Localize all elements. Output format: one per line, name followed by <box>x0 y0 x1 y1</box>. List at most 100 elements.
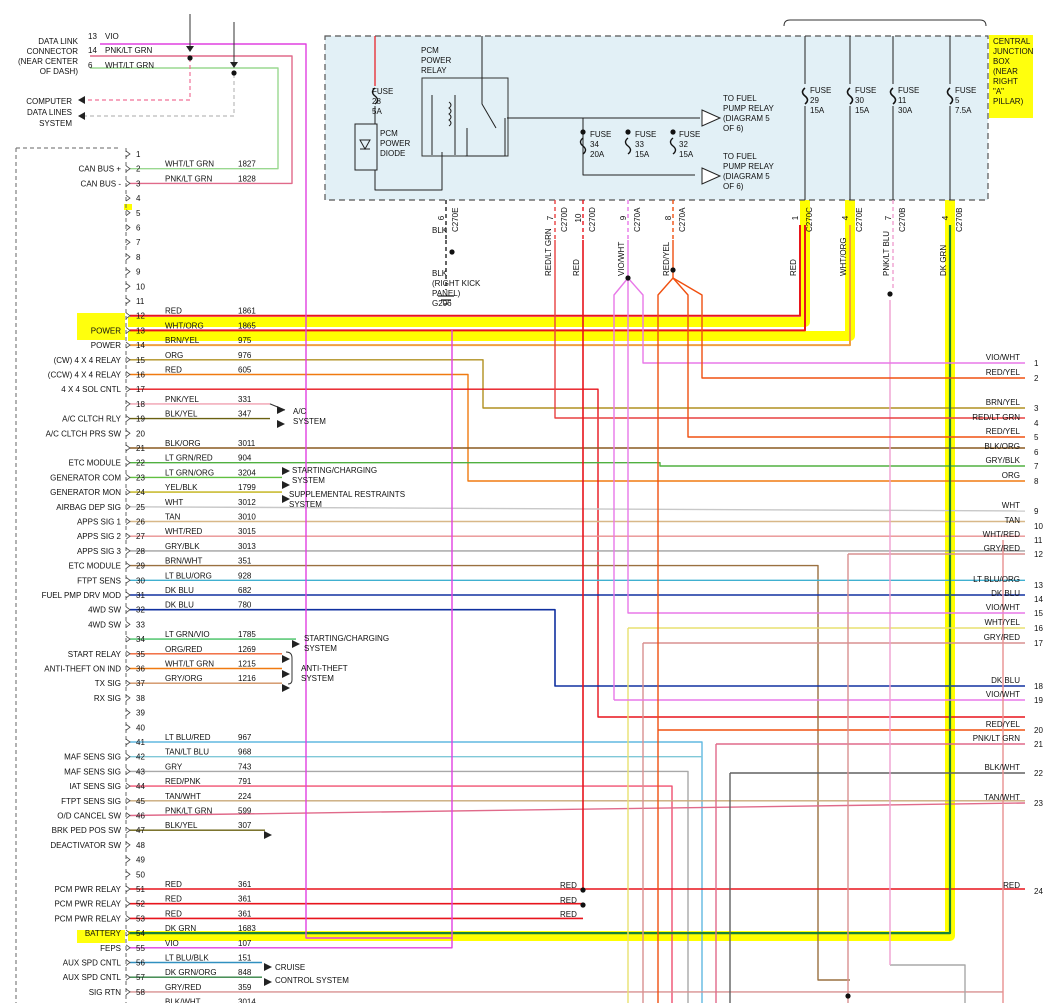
fuse32-icon <box>669 137 677 155</box>
circuit-number-label: 967 <box>238 733 252 742</box>
circuit-number-label: 3010 <box>238 513 256 522</box>
pcm-pin-number: 15 <box>136 356 145 365</box>
pcm-pin-number: 52 <box>136 900 145 909</box>
circuit-number-label: 3012 <box>238 498 256 507</box>
reference-number: 21 <box>1034 740 1043 749</box>
wire-color-label: GRY/ORG <box>165 674 203 683</box>
wire-color-label: TAN/WHT <box>165 792 201 801</box>
reference-wire-color: DK BLU <box>991 676 1020 685</box>
pcm-pin-number: 37 <box>136 679 145 688</box>
circuit-number-label: 1216 <box>238 674 256 683</box>
wire-red-605 <box>130 388 1025 718</box>
arrow-antitheft-2-icon <box>282 670 290 678</box>
pin-terminal-icon <box>125 723 131 731</box>
s103-dot-b <box>580 902 586 908</box>
fuel-pump-relay-label: (DIAGRAM 5 <box>723 114 770 123</box>
circuit-number-label: 3014 <box>238 998 256 1003</box>
srs-system-label: SUPPLEMENTAL RESTRAINTS <box>289 490 405 499</box>
fuse32-label: 32 <box>679 140 688 149</box>
fuse32-label: FUSE <box>679 130 700 139</box>
pin-terminal-icon <box>125 356 131 364</box>
circuit-number-label: 1799 <box>238 483 256 492</box>
wire-color-label: DK GRN <box>165 924 196 933</box>
fuse30-label: FUSE <box>855 86 876 95</box>
computer-data-lines-label: COMPUTER <box>26 97 72 106</box>
anti-theft-label: SYSTEM <box>301 674 334 683</box>
reference-wire-color: RED/YEL <box>986 720 1021 729</box>
pin-terminal-icon <box>125 429 131 437</box>
wire-brn-yel-975 <box>130 359 1025 409</box>
wire-red-ltgrn-ref4 <box>554 240 1025 419</box>
reference-number: 18 <box>1034 682 1043 691</box>
pcm-pin-number: 46 <box>136 812 145 821</box>
wire-color-label: YEL/BLK <box>165 483 198 492</box>
pin-terminal-icon <box>125 327 131 334</box>
wire-color-label: DK BLU <box>165 601 194 610</box>
wire-wht-yel <box>627 627 1025 1003</box>
s355-dot <box>449 249 455 255</box>
fuse33-icon <box>624 137 632 155</box>
pcm-pin-number: 5 <box>136 209 141 218</box>
wire-color-label: WHT/RED <box>165 527 203 536</box>
reference-number: 13 <box>1034 581 1043 590</box>
c270-pin-number: 4 <box>841 215 850 220</box>
reference-wire-color: ORG <box>1002 471 1020 480</box>
pin-terminal-icon <box>125 841 131 849</box>
cjb-label: BOX <box>993 57 1011 66</box>
reference-number: 24 <box>1034 887 1043 896</box>
c270-connector-label: C270A <box>633 207 642 232</box>
reference-wire-color: RED/LT GRN <box>972 413 1020 422</box>
circuit-number-label: 351 <box>238 557 252 566</box>
pcm-pin-number: 25 <box>136 503 145 512</box>
pcm-pin-number: 11 <box>136 297 145 306</box>
pin-terminal-icon <box>125 826 131 834</box>
circuit-number-label: 361 <box>238 895 252 904</box>
wire-red-yel-20 <box>657 729 1025 1003</box>
pcm-pin-number: 4 <box>136 194 141 203</box>
pcm-signal-label: BATTERY <box>85 929 122 938</box>
wire-color-label: BLK <box>432 226 448 235</box>
arrow-antitheft-3-icon <box>282 684 290 692</box>
reference-wire-color: WHT <box>1002 501 1020 510</box>
pcm-pin-number: 45 <box>136 797 145 806</box>
circuit-number-label: 605 <box>238 366 252 375</box>
reference-number: 16 <box>1034 624 1043 633</box>
circuit-number-label: 743 <box>238 762 252 771</box>
wire-gry-743 <box>130 770 689 1003</box>
pin-terminal-icon <box>125 665 131 672</box>
c270-pin-number: 9 <box>619 215 628 220</box>
wire-wht-ltgrn-computer <box>85 74 235 117</box>
fuse29-label: FUSE <box>810 86 831 95</box>
pcm-pin-number: 57 <box>136 973 145 982</box>
ac-system-label: A/C <box>293 407 307 416</box>
pin-terminal-icon <box>125 209 131 217</box>
pcm-pin-number: 23 <box>136 473 145 482</box>
pcm-pin-number: 51 <box>136 885 145 894</box>
fuel-pump-relay-label: OF 6) <box>723 182 744 191</box>
reference-wire-color: DK BLU <box>991 589 1020 598</box>
pcm-pin-number: 13 <box>136 326 145 335</box>
circuit-number-label: 307 <box>238 821 252 830</box>
pcm-pin-number: 32 <box>136 606 145 615</box>
wire-color-label: LT BLU/BLK <box>165 954 209 963</box>
wire-color-label: BLK/ORG <box>165 439 201 448</box>
fuse33-label: FUSE <box>635 130 656 139</box>
circuit-number-label: 224 <box>238 792 252 801</box>
circuit-number-label: 1861 <box>238 307 256 316</box>
reference-number: 5 <box>1034 433 1039 442</box>
wire-color-label: RED <box>560 896 577 905</box>
wire-color-label: GRY/BLK <box>165 542 200 551</box>
dlc-wire-color: VIO <box>105 32 119 41</box>
fuse29-label: 29 <box>810 96 819 105</box>
pcm-pin-number: 16 <box>136 371 145 380</box>
pcm-power-diode-label: PCM <box>380 129 398 138</box>
arrow-starting-icon <box>282 467 290 475</box>
wire-color-label: LT BLU/RED <box>165 733 211 742</box>
dlc-label: DATA LINK <box>38 37 78 46</box>
wire-color-label: DK BLU <box>165 586 194 595</box>
pin-terminal-icon <box>125 415 131 422</box>
pcm-signal-label: SIG RTN <box>89 988 122 997</box>
wire-color-label: TAN/LT BLU <box>165 748 209 757</box>
pin-terminal-icon <box>125 150 131 158</box>
